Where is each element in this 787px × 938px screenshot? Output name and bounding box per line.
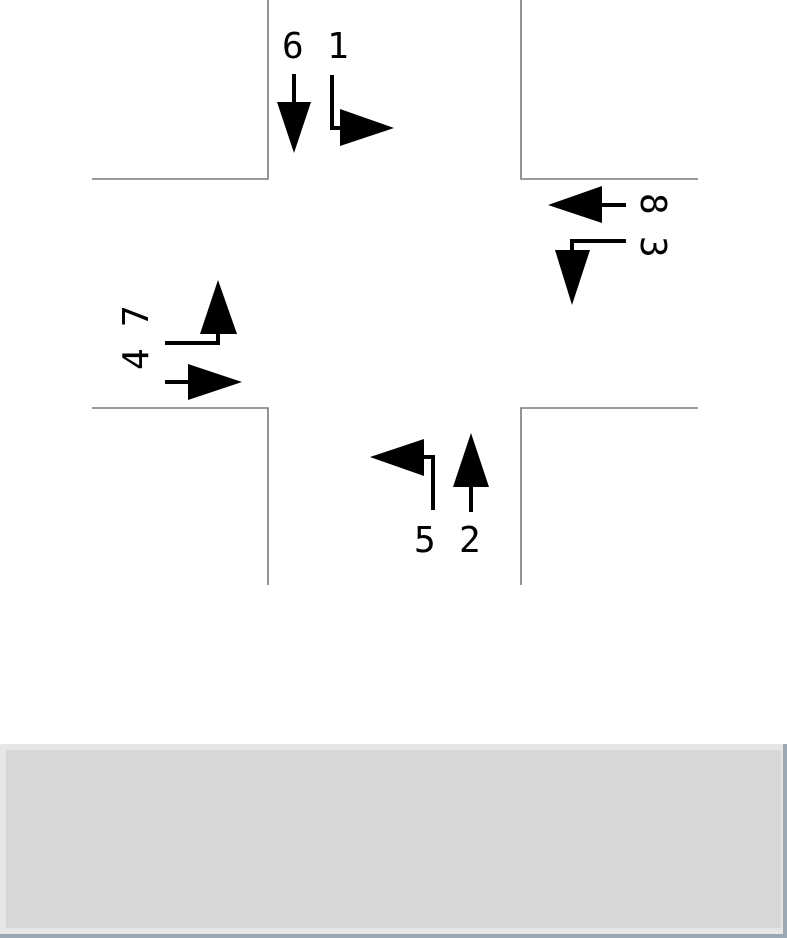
road-corner-top-left xyxy=(92,0,268,179)
movement-4-label: 4 xyxy=(116,348,157,370)
movement-4: 4 xyxy=(116,348,242,400)
movement-3-label: 3 xyxy=(632,236,673,258)
movement-6-arrow-head xyxy=(277,102,311,153)
movement-3: 3 xyxy=(555,236,673,305)
movement-5-label: 5 xyxy=(414,520,436,561)
road-corner-bottom-left xyxy=(92,408,268,585)
movement-4-arrow-head xyxy=(188,364,242,400)
movement-7-arrow-head xyxy=(200,280,237,334)
movement-6-label: 6 xyxy=(282,26,304,67)
movement-8-arrow-head xyxy=(548,186,602,223)
movement-8: 8 xyxy=(548,186,673,223)
blank-panel xyxy=(0,744,787,938)
movement-2: 2 xyxy=(453,433,489,561)
movement-7: 7 xyxy=(116,280,237,343)
movement-7-label: 7 xyxy=(116,305,157,327)
blank-panel-bottom-edge xyxy=(0,934,787,938)
movement-3-arrow-head xyxy=(555,250,590,305)
movement-2-label: 2 xyxy=(459,520,481,561)
movement-5: 5 xyxy=(370,439,436,561)
road-corner-bottom-right xyxy=(521,408,698,585)
road-corner-top-right xyxy=(521,0,698,179)
movement-1-arrow-head xyxy=(340,109,394,146)
movement-5-arrow-head xyxy=(370,439,424,476)
movement-1-label: 1 xyxy=(327,26,349,67)
movement-1: 1 xyxy=(327,26,394,146)
blank-panel-right-edge xyxy=(783,744,787,938)
movement-2-arrow-head xyxy=(453,433,489,487)
movement-8-label: 8 xyxy=(632,193,673,215)
movement-6: 6 xyxy=(277,26,311,153)
blank-panel-body xyxy=(6,750,781,928)
road-edges xyxy=(92,0,698,585)
